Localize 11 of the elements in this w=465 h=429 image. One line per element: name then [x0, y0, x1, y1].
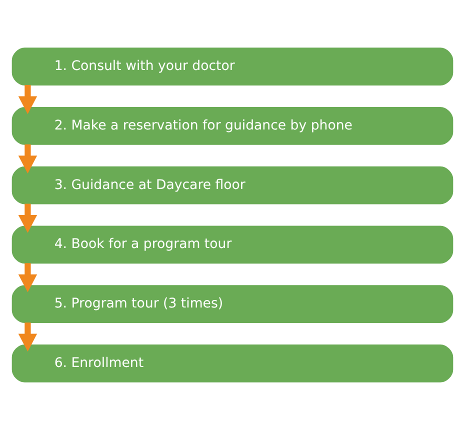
arrow — [18, 144, 38, 173]
arrow — [18, 322, 38, 352]
arrow — [18, 84, 38, 114]
node-box: 6. Enrollment — [12, 344, 454, 382]
node-box: 5. Program tour (3 times) — [12, 284, 454, 323]
node-box: 4. Book for a program tour — [12, 225, 454, 264]
arrow — [18, 203, 38, 232]
node-box: 2. Make a reservation for guidance by phone — [12, 106, 454, 144]
arrow — [18, 262, 38, 292]
node-box: 3. Guidance at Daycare floor — [12, 166, 454, 204]
node-box: 1. Consult with your doctor — [12, 47, 454, 85]
